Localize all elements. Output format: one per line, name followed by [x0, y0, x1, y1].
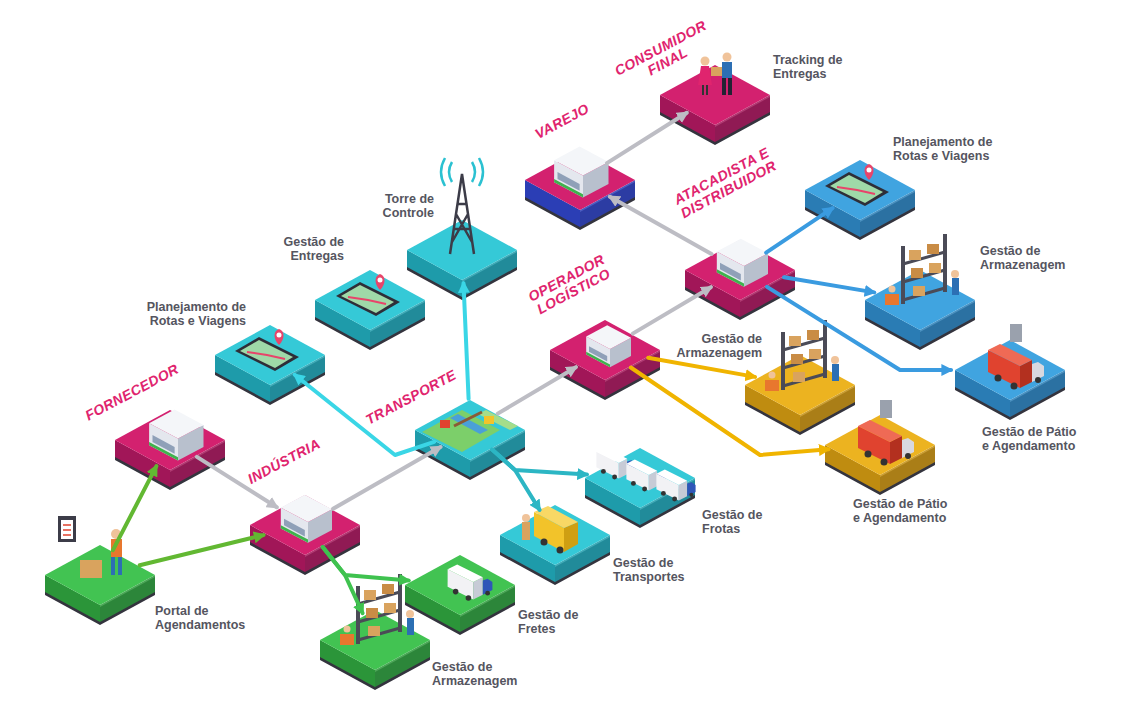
tile-top — [407, 220, 517, 280]
tile-top — [115, 410, 225, 470]
tile-top — [685, 240, 795, 300]
feature-caption: Planejamento de Rotas e Viagens — [128, 300, 246, 329]
tile-top — [215, 325, 325, 385]
flow-connector — [464, 283, 469, 399]
tile-node: Planejamento de Rotas e Viagens — [805, 160, 915, 240]
flow-connector — [333, 447, 440, 509]
tile-shape — [660, 65, 770, 145]
tile-node: Torre de Controle — [407, 220, 517, 300]
tile-shape — [315, 270, 425, 350]
feature-caption: Gestão de Pátio e Agendamento — [853, 497, 953, 526]
tile-shape — [320, 610, 430, 690]
feature-caption: Gestão de Fretes — [518, 608, 593, 637]
tile-shape — [500, 505, 610, 585]
tile-node: VAREJO — [525, 150, 635, 230]
tile-node: Gestão de Entregas — [315, 270, 425, 350]
tile-node: OPERADOR LOGÍSTICO — [550, 320, 660, 400]
tile-top — [405, 555, 515, 615]
tile-top — [415, 400, 525, 460]
feature-caption: Gestão de Pátio e Agendamento — [982, 425, 1082, 454]
tile-shape — [865, 270, 975, 350]
tile-shape — [805, 160, 915, 240]
tile-top — [585, 448, 695, 508]
feature-caption: Portal de Agendamentos — [155, 604, 255, 633]
tile-top — [525, 150, 635, 210]
feature-caption: Gestão de Armazenagem — [432, 660, 547, 689]
tile-top — [315, 270, 425, 330]
tile-node: FORNECEDOR — [115, 410, 225, 490]
role-label: OPERADOR LOGÍSTICO — [519, 248, 621, 321]
tile-node: Gestão de Pátio e Agendamento — [955, 340, 1065, 420]
tile-node: Gestão de Pátio e Agendamento — [825, 415, 935, 495]
tile-shape — [407, 220, 517, 300]
tile-shape — [415, 400, 525, 480]
tile-node: Gestão de Armazenagem — [865, 270, 975, 350]
flow-connector — [140, 535, 264, 565]
tile-top — [45, 545, 155, 605]
feature-caption: Gestão de Frotas — [702, 508, 777, 537]
tile-top — [825, 415, 935, 475]
tile-shape — [215, 325, 325, 405]
tile-top — [320, 610, 430, 670]
feature-caption: Torre de Controle — [368, 192, 434, 221]
flow-connector — [648, 358, 755, 377]
tile-shape — [525, 150, 635, 230]
tile-shape — [745, 355, 855, 435]
tile-node: Planejamento de Rotas e Viagens — [215, 325, 325, 405]
tile-shape — [550, 320, 660, 400]
feature-caption: Gestão de Entregas — [270, 235, 344, 264]
tile-top — [745, 355, 855, 415]
tile-top — [250, 495, 360, 555]
tile-shape — [955, 340, 1065, 420]
tile-top — [805, 160, 915, 220]
feature-caption: Planejamento de Rotas e Viagens — [893, 135, 1011, 164]
tile-shape — [825, 415, 935, 495]
tile-top — [500, 505, 610, 565]
tile-shape — [45, 545, 155, 625]
tile-shape — [250, 495, 360, 575]
tile-node: CONSUMIDOR FINALTracking de Entregas — [660, 65, 770, 145]
tile-top — [865, 270, 975, 330]
role-label: ATACADISTA E DISTRIBUIDOR — [666, 142, 784, 223]
role-label: VAREJO — [523, 96, 601, 147]
tile-top — [955, 340, 1065, 400]
tile-node: Gestão de Armazenagem — [745, 355, 855, 435]
tile-node: Portal de Agendamentos — [45, 545, 155, 625]
tile-node: TRANSPORTE — [415, 400, 525, 480]
feature-caption: Tracking de Entregas — [773, 53, 868, 82]
tile-top — [660, 65, 770, 125]
feature-caption: Gestão de Armazenagem — [676, 332, 762, 361]
tile-shape — [585, 448, 695, 528]
tile-shape — [115, 410, 225, 490]
tile-node: Gestão de Fretes — [405, 555, 515, 635]
tile-shape — [405, 555, 515, 635]
tile-top — [550, 320, 660, 380]
feature-caption: Gestão de Transportes — [613, 556, 718, 585]
tile-node: Gestão de Transportes — [500, 505, 610, 585]
feature-caption: Gestão de Armazenagem — [980, 244, 1075, 273]
tile-node: Gestão de Armazenagem — [320, 610, 430, 690]
tile-shape — [685, 240, 795, 320]
tile-node: INDÚSTRIA — [250, 495, 360, 575]
flow-connector — [784, 277, 874, 292]
tile-node: Gestão de Frotas — [585, 448, 695, 528]
role-label: INDÚSTRIA — [238, 432, 330, 490]
tile-node: ATACADISTA E DISTRIBUIDOR — [685, 240, 795, 320]
